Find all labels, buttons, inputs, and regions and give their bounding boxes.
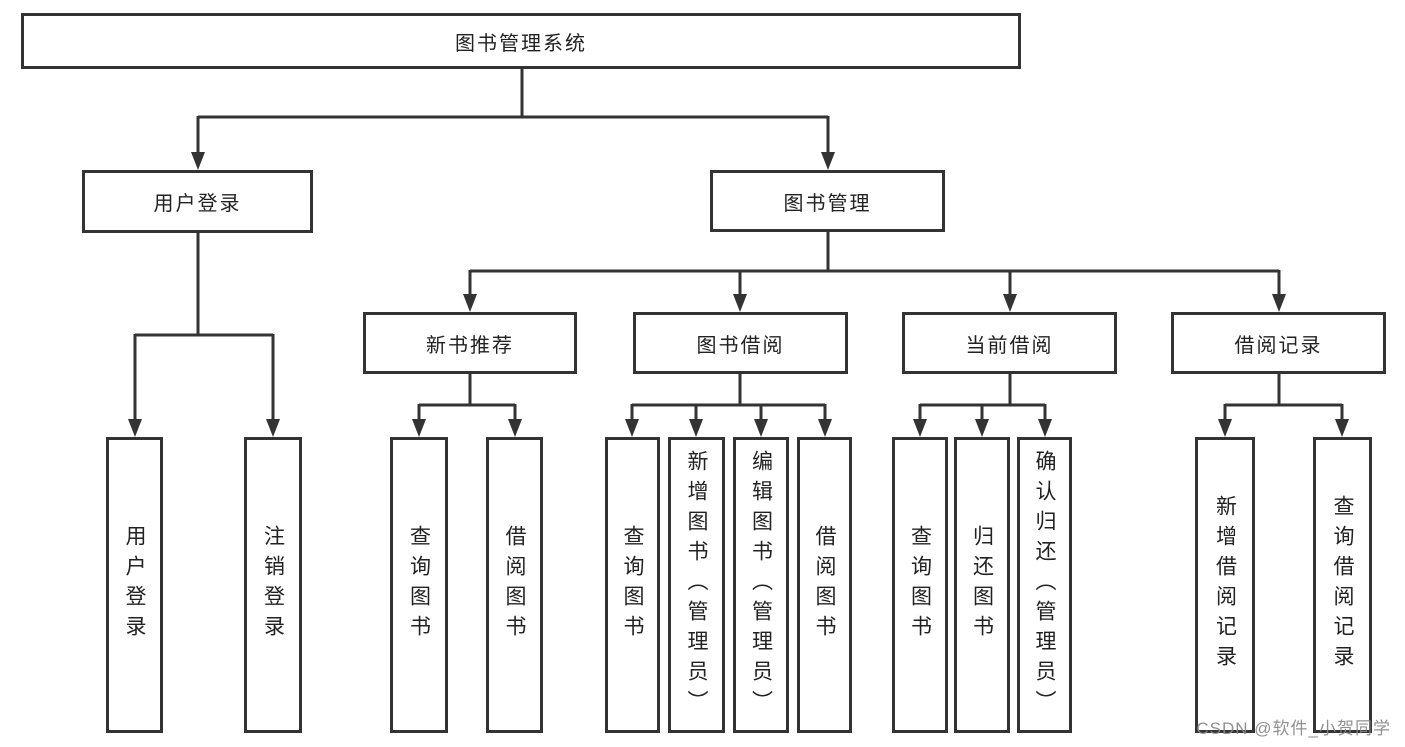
node-borrowing-records: 借阅记录 (1171, 312, 1386, 374)
leaf-query-books-current: 查询图书 (892, 437, 948, 733)
node-label: 查询图书 (621, 525, 644, 645)
node-book-borrowing: 图书借阅 (633, 312, 848, 374)
leaf-borrow-books-recommend: 借阅图书 (486, 437, 543, 733)
node-label: 当前借阅 (965, 334, 1054, 357)
leaf-user-login: 用户登录 (106, 437, 163, 733)
leaf-query-borrow-record: 查询借阅记录 (1313, 437, 1372, 733)
node-label: 新增借阅记录 (1213, 495, 1237, 675)
node-label: 查询借阅记录 (1331, 495, 1354, 675)
node-label: 借阅图书 (503, 525, 526, 645)
leaf-add-books-admin: 新增图书（管理员） (668, 437, 725, 733)
node-new-book-recommend: 新书推荐 (363, 312, 577, 374)
node-label: 确认归还（管理员） (1033, 450, 1056, 720)
node-label: 新增图书（管理员） (685, 450, 708, 720)
node-label: 图书借阅 (696, 334, 785, 357)
node-book-management: 图书管理 (710, 170, 945, 232)
leaf-logout: 注销登录 (244, 437, 302, 733)
node-label: 注销登录 (261, 525, 285, 645)
node-library-system: 图书管理系统 (21, 13, 1021, 69)
node-label: 查询图书 (407, 525, 431, 645)
node-label: 查询图书 (908, 525, 932, 645)
csdn-watermark: CSDN @软件_小贺同学 (1196, 719, 1391, 738)
arrowhead (128, 152, 1349, 437)
leaf-add-borrow-record: 新增借阅记录 (1195, 437, 1255, 733)
node-current-borrowing: 当前借阅 (902, 312, 1117, 374)
node-label: 借阅记录 (1234, 334, 1323, 357)
node-label: 编辑图书（管理员） (749, 450, 773, 720)
leaf-return-books: 归还图书 (954, 437, 1010, 733)
leaf-edit-books-admin: 编辑图书（管理员） (733, 437, 789, 733)
node-label: 图书管理系统 (455, 32, 587, 55)
node-user-login: 用户登录 (82, 170, 313, 233)
node-label: 图书管理 (783, 192, 872, 215)
leaf-query-books-recommend: 查询图书 (390, 437, 448, 733)
node-label: 用户登录 (153, 193, 242, 215)
leaf-query-books-borrow: 查询图书 (605, 437, 660, 733)
node-label: 用户登录 (123, 525, 146, 645)
leaf-borrow-books: 借阅图书 (797, 437, 852, 733)
node-label: 归还图书 (970, 525, 994, 645)
node-label: 新书推荐 (426, 334, 514, 357)
leaf-confirm-return-admin: 确认归还（管理员） (1017, 437, 1072, 733)
node-label: 借阅图书 (813, 525, 836, 645)
